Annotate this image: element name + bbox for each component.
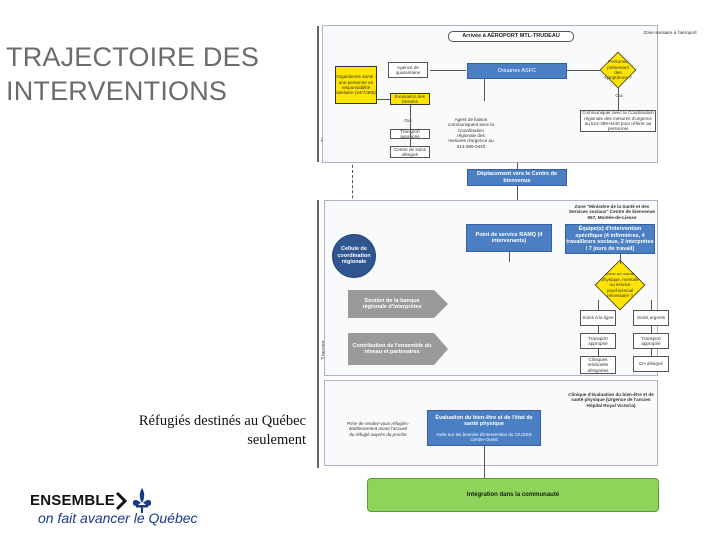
- clinic-label: Clinique d'évaluation du bien-être et de…: [568, 391, 654, 408]
- connector-line: [430, 70, 466, 71]
- timeline-bar-top: [317, 26, 319, 162]
- branch-box-ch: CH désigné: [633, 356, 669, 372]
- slide-caption: Réfugiés destinés au Québec seulement: [100, 412, 306, 450]
- connector-line: [377, 99, 390, 100]
- connector-line: [517, 186, 518, 200]
- caption-line1: Réfugiés destinés au Québec: [138, 413, 306, 429]
- slide-title: TRAJECTOIRE DES INTERVENTIONS: [6, 40, 306, 108]
- caption-line2: seulement: [247, 432, 306, 448]
- slide-title-line2: INTERVENTIONS: [6, 76, 228, 106]
- welcome-zone-label: Zone "Ministère de la Santé et des Servi…: [569, 203, 655, 220]
- arrival-box: Arrivée à AÉROPORT MTL-TRUDEAU: [448, 31, 574, 42]
- connector-line: [598, 349, 599, 356]
- oui-label-left: Oui: [404, 118, 412, 124]
- oui-label-right: Oui: [615, 93, 623, 99]
- branch-box-transport-left: Transport approprié: [580, 333, 616, 349]
- connector-line: [517, 163, 518, 169]
- connector-line: [651, 349, 652, 356]
- coordination-circle: [332, 234, 376, 278]
- appointment-note: Prise de rendez-vous réfugiés-établissem…: [346, 420, 410, 437]
- agency-box: Agence de quarantaine: [388, 62, 428, 78]
- connector-line: [484, 446, 485, 478]
- org-left-box: Organismes santé : une personne en respo…: [335, 66, 377, 104]
- symptom-diamond-label: Personne présentant des symptômes ?: [604, 60, 632, 80]
- airport-panel: [322, 25, 658, 163]
- connector-line: [567, 70, 601, 71]
- connector-line: [598, 326, 599, 333]
- branch-box-clinics: Cliniques médicales désignées: [580, 356, 616, 374]
- asfc-box: Douanes ASFC: [467, 63, 567, 79]
- branch-box-transport-right: Transport approprié: [633, 333, 669, 349]
- arrow-label-network: Contribution de l'ensemble du réseau et …: [352, 342, 432, 356]
- evaluation-note: Axée sur les besoins d'intervention du C…: [436, 431, 532, 442]
- connector-line: [651, 300, 652, 310]
- slide-title-line1: TRAJECTOIRE DES: [6, 42, 260, 72]
- right-note-box: Communiquer avec la Coordination régiona…: [580, 110, 656, 132]
- connector-line: [618, 88, 619, 110]
- decision-diamond-label: Suivi de santé physique, mentale ou serv…: [601, 273, 639, 297]
- connector-line: [598, 300, 599, 310]
- integration-bar: Intégration dans la communauté: [367, 478, 659, 512]
- fleur-de-lis-icon: [132, 488, 152, 513]
- logo-tagline: on fait avancer le Québec: [38, 510, 198, 526]
- ramq-box: Point de service RAMQ (4 intervenants): [466, 224, 552, 252]
- intervention-team-box: Équipe(s) d'intervention spécifique (4 i…: [565, 224, 655, 254]
- branch-box-urgent: Soins urgents: [633, 310, 669, 326]
- chevron-right-icon: [115, 491, 128, 511]
- arrow-label-interpreters: Soutien de la banque régionale d'interpr…: [362, 297, 422, 311]
- evaluation-box: [427, 410, 541, 446]
- deplacement-box: Déplacement vers le Centre de bienvenue: [467, 169, 567, 186]
- dashed-connector: [352, 104, 353, 239]
- timeline-bar-mid: [317, 200, 319, 378]
- triage-box: Évaluation des besoins: [390, 93, 430, 105]
- connector-line: [651, 326, 652, 333]
- branch-box-line: Soins à la ligne: [580, 310, 616, 326]
- arrow-shape-network: [348, 333, 448, 365]
- connector-line: [484, 79, 485, 101]
- connector-line: [620, 254, 621, 264]
- coordination-label: Cellule de coordination régionale: [337, 246, 371, 266]
- zone-sanitaire-label: Zone sanitaire à l'aéroport: [643, 30, 697, 36]
- logo-text: ENSEMBLE: [30, 492, 115, 509]
- connector-line: [509, 252, 510, 262]
- liaison-note: Agent de liaison communiquent avec la Co…: [448, 116, 494, 149]
- timeline-bar-bottom: [317, 378, 319, 468]
- centre-soins-box: Centre de soins désigné: [390, 146, 430, 158]
- evaluation-title: Évaluation du bien-être et de l'état de …: [435, 414, 533, 428]
- arrow-shape-interpreters: [348, 290, 448, 318]
- connector-line: [410, 105, 411, 146]
